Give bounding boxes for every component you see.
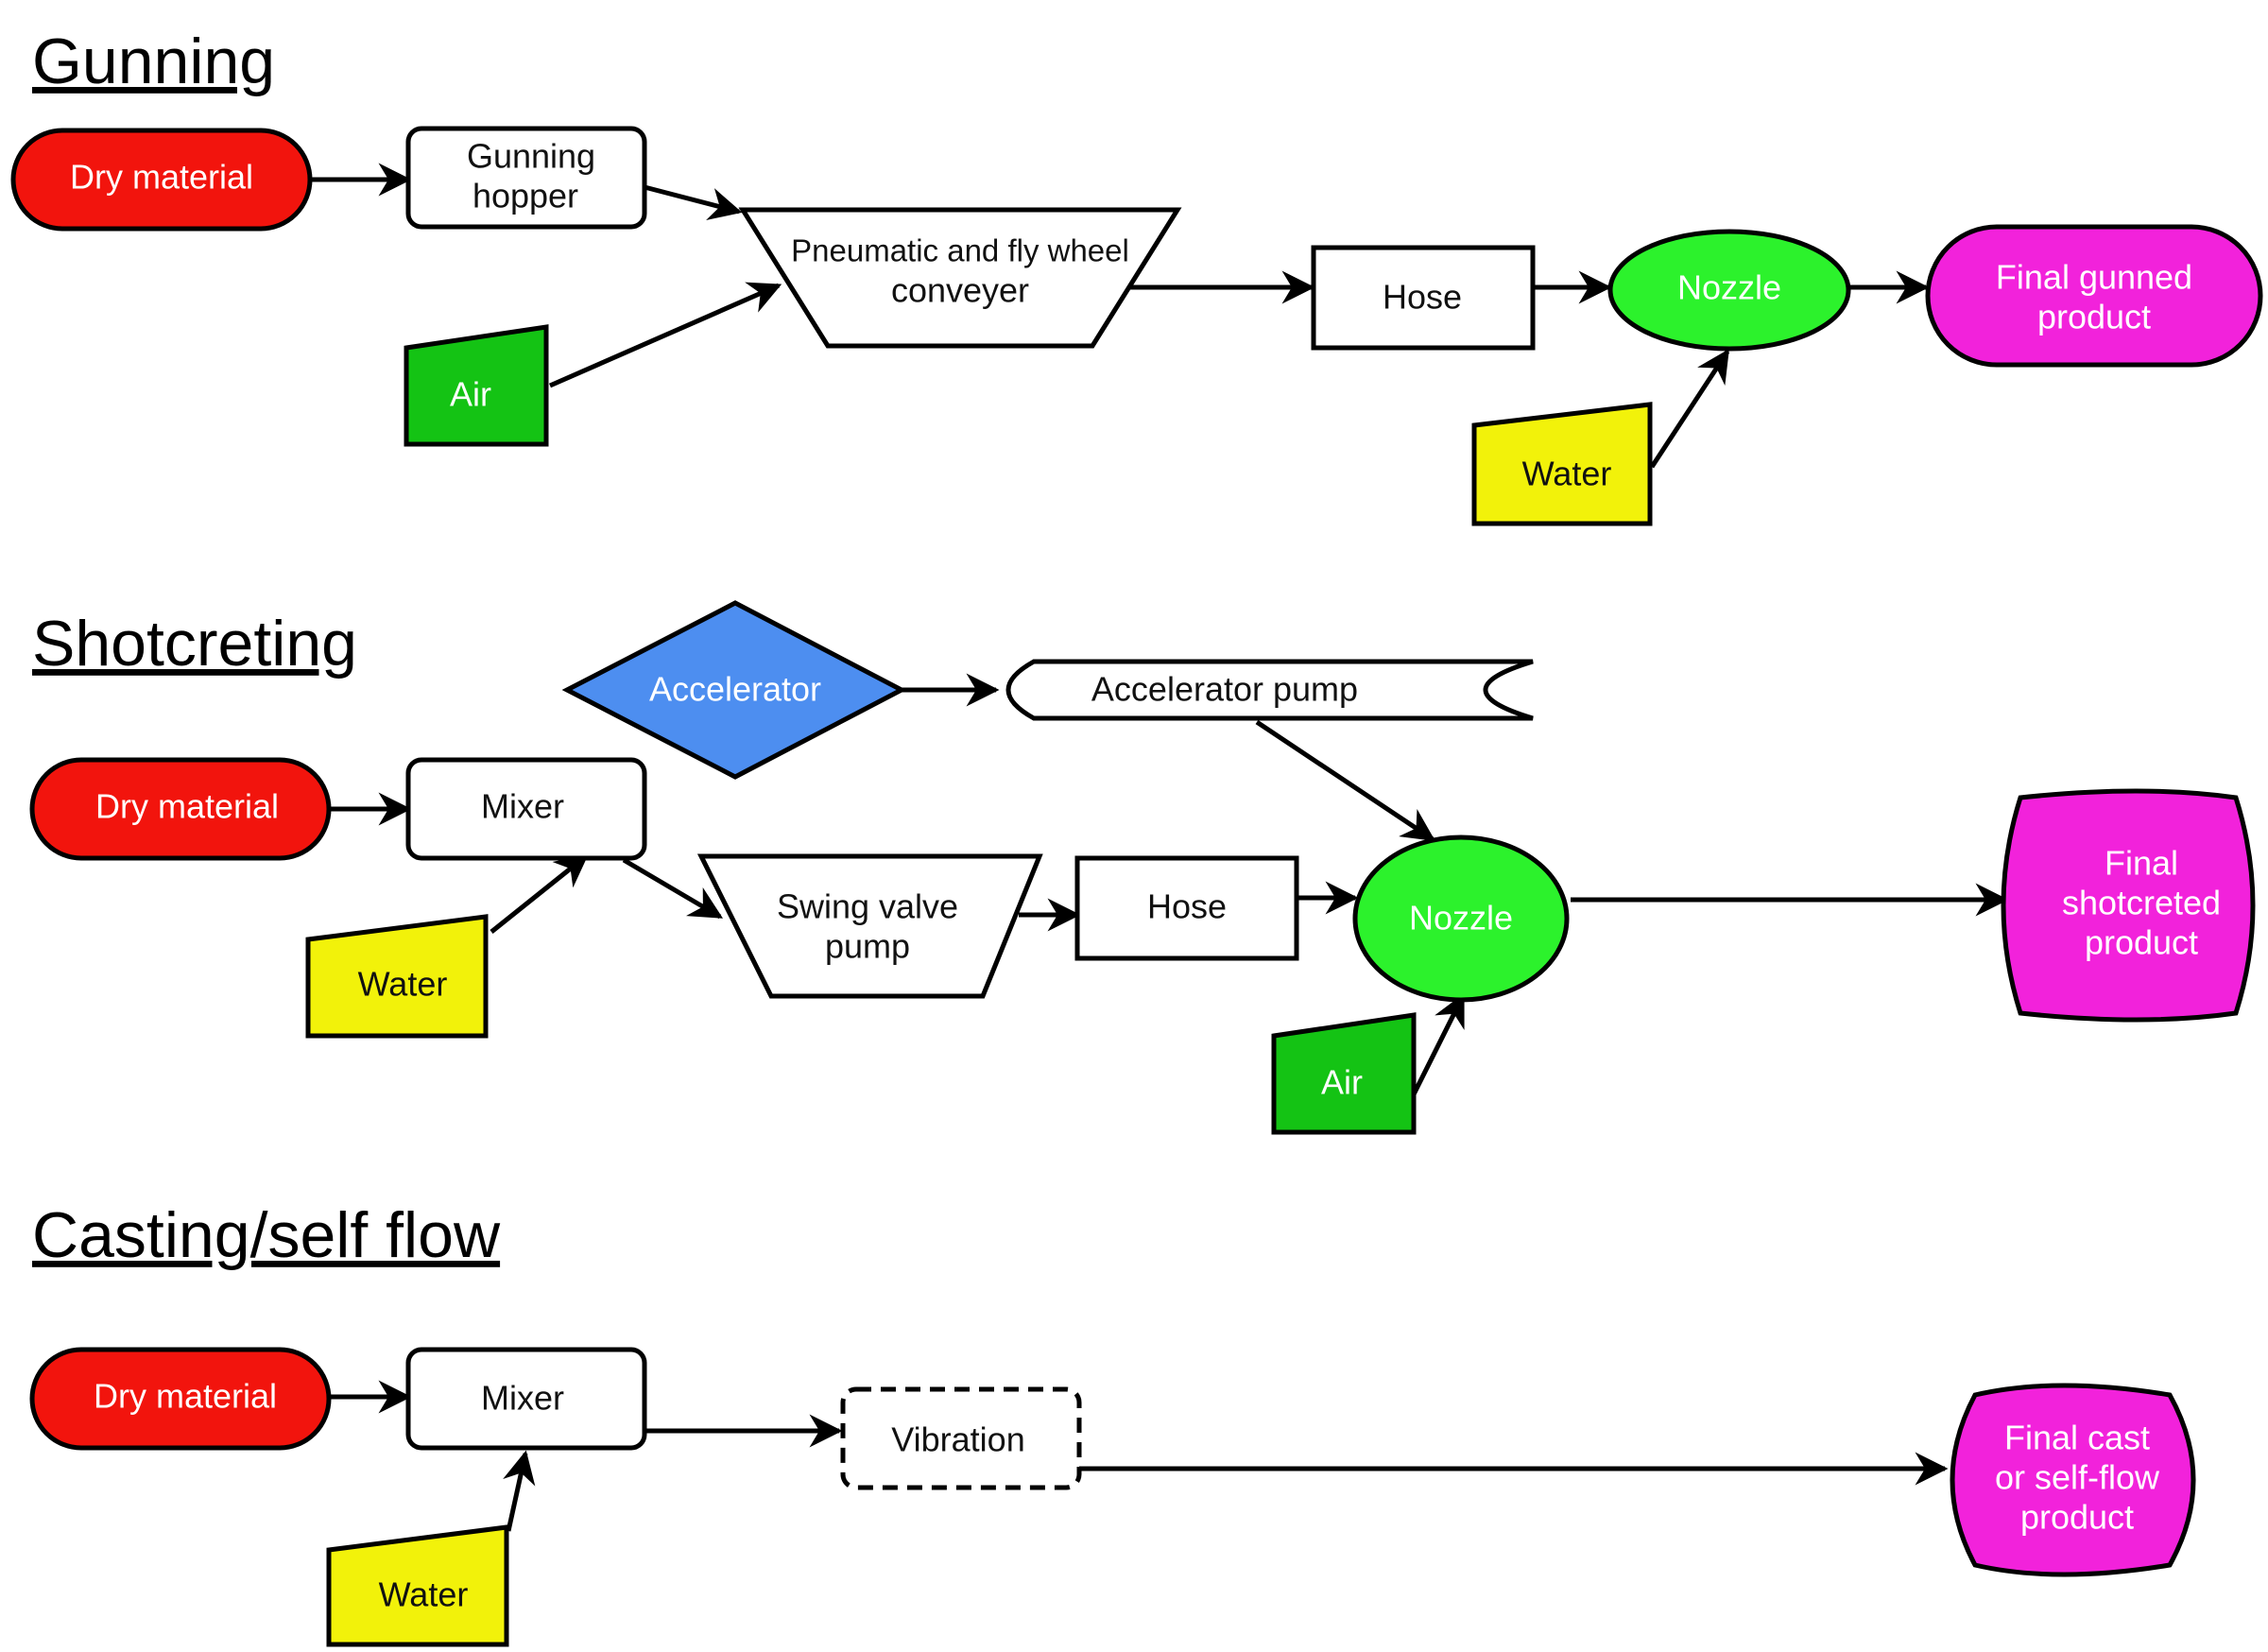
node-final-shotcreted-product: Final shotcreted product	[2001, 788, 2256, 1023]
gunning-hopper-shape	[405, 126, 647, 230]
final-cast-product-label-line1: Final cast	[2004, 1419, 2150, 1457]
node-gunning-hopper: Gunning hopper	[405, 126, 647, 230]
mixer-shape	[405, 757, 647, 861]
node-final-cast-product: Final cast or self-flow product	[1950, 1383, 2196, 1577]
gunning-hopper-label-line2: hopper	[472, 177, 578, 215]
nozzle-2-shape	[1352, 835, 1570, 1003]
node-dry-material-3: Dry material	[29, 1347, 332, 1451]
water-label: Water	[1522, 455, 1612, 493]
pneumatic-conveyer-label-line1: Pneumatic and fly wheel	[791, 233, 1129, 268]
edge-water-to-nozzle	[1649, 349, 1730, 469]
casting-section: Casting/self flow Dry material Mixer Wat…	[29, 1199, 2196, 1647]
nozzle-shape	[1607, 229, 1851, 352]
hose-shape	[1311, 245, 1536, 351]
mixer-2-shape	[405, 1347, 647, 1451]
nozzle-2-label: Nozzle	[1409, 899, 1513, 938]
node-swing-valve-pump: Swing valve pump	[696, 853, 1043, 999]
node-accelerator: Accelerator	[561, 600, 907, 780]
section-title-shotcreting: Shotcreting	[32, 608, 357, 680]
node-pneumatic-conveyer: Pneumatic and fly wheel conveyer	[738, 207, 1182, 349]
dry-material-2-label: Dry material	[95, 787, 279, 826]
node-final-gunned-product: Final gunned product	[1925, 224, 2263, 368]
final-shotcreted-product-label-line2: shotcreted	[2062, 884, 2221, 922]
water-3-label: Water	[379, 1575, 469, 1614]
air-shape	[404, 324, 549, 447]
node-air-2: Air	[1271, 1012, 1417, 1135]
accelerator-label: Accelerator	[649, 670, 821, 709]
mixer-2-label: Mixer	[481, 1379, 564, 1418]
final-shotcreted-product-label-line1: Final	[2105, 844, 2178, 883]
final-gunned-product-shape	[1925, 224, 2263, 368]
shotcreting-section: Shotcreting Accelerator Accelerator pump…	[29, 600, 2256, 1135]
swing-valve-pump-shape	[696, 853, 1043, 999]
dry-material-shape	[10, 128, 313, 232]
nozzle-label: Nozzle	[1677, 268, 1781, 307]
hose-2-shape	[1074, 855, 1299, 961]
gunning-hopper-label-line1: Gunning	[467, 137, 595, 176]
mixer-label: Mixer	[481, 787, 564, 826]
final-shotcreted-product-label-line3: product	[2085, 923, 2198, 962]
section-title-gunning: Gunning	[32, 26, 275, 97]
water-2-label: Water	[358, 965, 448, 1004]
vibration-shape	[840, 1386, 1082, 1490]
swing-valve-pump-label-line2: pump	[825, 927, 910, 966]
node-mixer: Mixer	[405, 757, 647, 861]
pneumatic-conveyer-label-line2: conveyer	[891, 271, 1029, 310]
dry-material-3-shape	[29, 1347, 332, 1451]
node-mixer-2: Mixer	[405, 1347, 647, 1451]
node-water-2: Water	[305, 914, 489, 1039]
node-hose: Hose	[1311, 245, 1536, 351]
dry-material-2-shape	[29, 757, 332, 861]
air-label: Air	[450, 375, 491, 414]
swing-valve-pump-label-line1: Swing valve	[777, 887, 958, 926]
accelerator-shape	[561, 600, 907, 780]
edge-hopper-to-conveyer	[644, 184, 743, 221]
node-accelerator-pump: Accelerator pump	[1005, 659, 1534, 721]
edge-water-to-mixer	[490, 853, 589, 934]
node-nozzle-2: Nozzle	[1352, 835, 1570, 1003]
node-dry-material: Dry material	[10, 128, 313, 232]
node-water: Water	[1471, 402, 1653, 526]
edge-air-to-conveyer	[548, 282, 782, 388]
air-2-shape	[1271, 1012, 1417, 1135]
edge-air-to-nozzle	[1411, 992, 1466, 1096]
pneumatic-conveyer-shape	[738, 207, 1182, 349]
water-shape	[1471, 402, 1653, 526]
final-gunned-product-label-line1: Final gunned	[1996, 258, 2192, 297]
edge-acc-pump-to-nozzle	[1255, 719, 1435, 842]
dry-material-label: Dry material	[70, 158, 253, 197]
final-gunned-product-label-line2: product	[2037, 298, 2151, 336]
vibration-label: Vibration	[891, 1420, 1024, 1459]
final-cast-product-label-line3: product	[2020, 1498, 2134, 1537]
water-3-shape	[326, 1524, 509, 1647]
dry-material-3-label: Dry material	[94, 1377, 277, 1416]
final-shotcreted-product-shape	[2001, 788, 2256, 1023]
edge-water-to-mixer	[503, 1450, 536, 1532]
node-water-3: Water	[326, 1524, 509, 1647]
water-2-shape	[305, 914, 489, 1039]
hose-label: Hose	[1383, 278, 1462, 317]
section-title-casting: Casting/self flow	[32, 1199, 501, 1271]
air-2-label: Air	[1321, 1063, 1363, 1102]
final-cast-product-label-line2: or self-flow	[1995, 1458, 2160, 1497]
gunning-section: Gunning Dry material Gunning hopper Pneu…	[10, 26, 2263, 526]
edge-mixer-to-swing-pump	[622, 857, 724, 920]
accelerator-pump-label: Accelerator pump	[1091, 670, 1358, 709]
accelerator-pump-shape	[1005, 659, 1534, 721]
node-dry-material-2: Dry material	[29, 757, 332, 861]
node-vibration: Vibration	[840, 1386, 1082, 1490]
node-air: Air	[404, 324, 549, 447]
final-cast-product-shape	[1950, 1383, 2196, 1577]
hose-2-label: Hose	[1147, 887, 1227, 926]
node-nozzle: Nozzle	[1607, 229, 1851, 352]
node-hose-2: Hose	[1074, 855, 1299, 961]
